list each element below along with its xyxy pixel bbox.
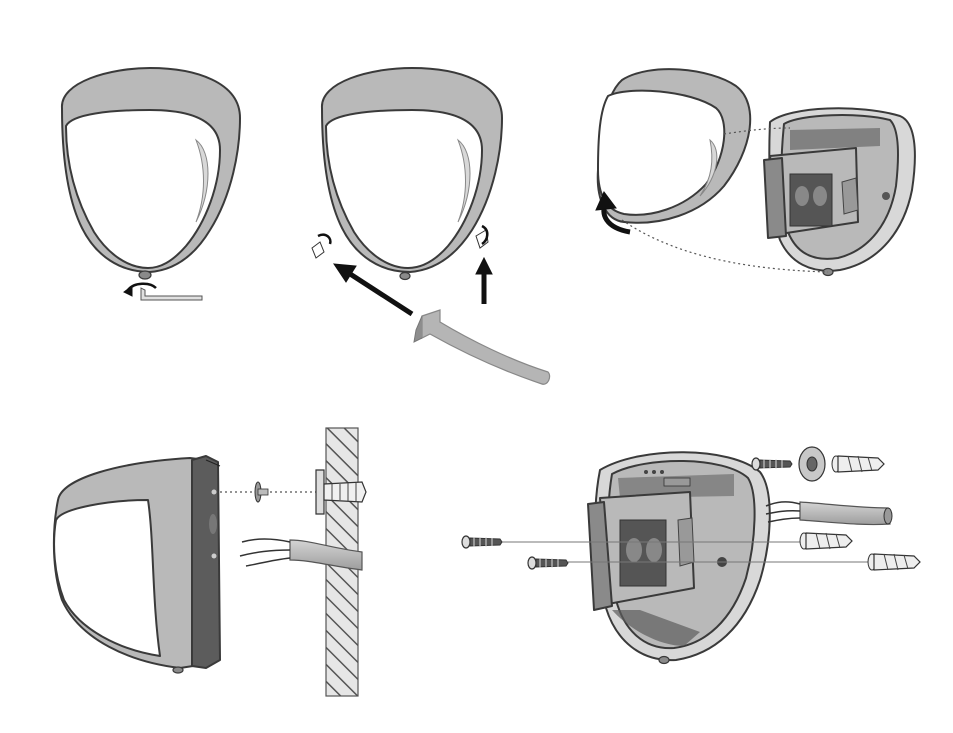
hex-key-icon	[124, 284, 202, 300]
screw-left-icon	[312, 235, 330, 258]
detector-side-view	[54, 456, 220, 673]
detector-cover-front	[322, 68, 502, 280]
wall-anchor-icon	[832, 456, 884, 472]
panel-remove-screws	[312, 68, 550, 384]
wall-anchor-icon	[868, 554, 920, 570]
washer-icon	[255, 482, 268, 502]
screw-right-icon	[476, 226, 488, 248]
wall-anchor-icon	[800, 533, 852, 549]
screw-icon	[462, 536, 502, 548]
hex-key-icon	[414, 310, 550, 384]
sensor-module	[764, 148, 858, 238]
detector-cover-open	[598, 69, 750, 223]
panel-open-cover	[596, 69, 915, 275]
screw-icon	[752, 458, 792, 470]
panel-loosen-screw	[62, 68, 240, 300]
arrow-up-to-right-screw	[476, 258, 492, 304]
panel-mounting-hardware	[462, 447, 920, 664]
cable-icon	[766, 502, 892, 525]
screw-icon	[528, 557, 568, 569]
detector-cover-front	[62, 68, 240, 279]
panel-side-mount	[54, 428, 366, 696]
washer-icon	[799, 447, 825, 481]
